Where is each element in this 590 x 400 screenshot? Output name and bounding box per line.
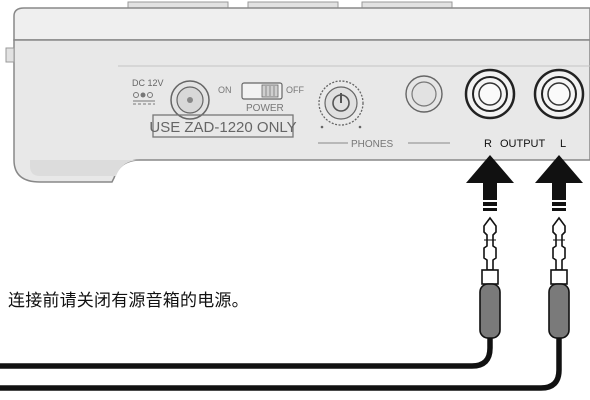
phones-jack[interactable] (405, 75, 443, 113)
output-r-label: R (484, 138, 492, 150)
output-jack-l[interactable] (533, 68, 585, 120)
arrow-l (535, 155, 583, 211)
instruction-text: 连接前请关闭有源音箱的电源。 (8, 291, 249, 311)
cable-l (0, 336, 562, 391)
power-label: POWER (246, 103, 284, 114)
arrow-r (466, 155, 514, 211)
device-body (5, 1, 590, 183)
trs-plug-l (548, 216, 570, 339)
output-label: OUTPUT (500, 138, 546, 150)
trs-plug-r (479, 216, 501, 339)
dc-input-section: DC 12V (132, 78, 210, 120)
power-off-label: OFF (286, 85, 304, 95)
phones-label: PHONES (351, 139, 394, 150)
phones-label-group: PHONES (318, 139, 450, 150)
adapter-notice-text: USE ZAD-1220 ONLY (149, 119, 296, 136)
output-l-label: L (560, 138, 566, 150)
phones-volume-knob[interactable] (318, 80, 364, 129)
power-on-label: ON (218, 85, 232, 95)
power-switch-section: ON OFF POWER (218, 82, 304, 114)
adapter-notice: USE ZAD-1220 ONLY (149, 114, 297, 138)
output-jack-r[interactable] (464, 68, 516, 120)
cable-r (0, 336, 493, 369)
dc-12v-label: DC 12V (132, 78, 164, 88)
dc-polarity-icon (133, 92, 155, 105)
output-labels: R OUTPUT L (484, 138, 566, 150)
